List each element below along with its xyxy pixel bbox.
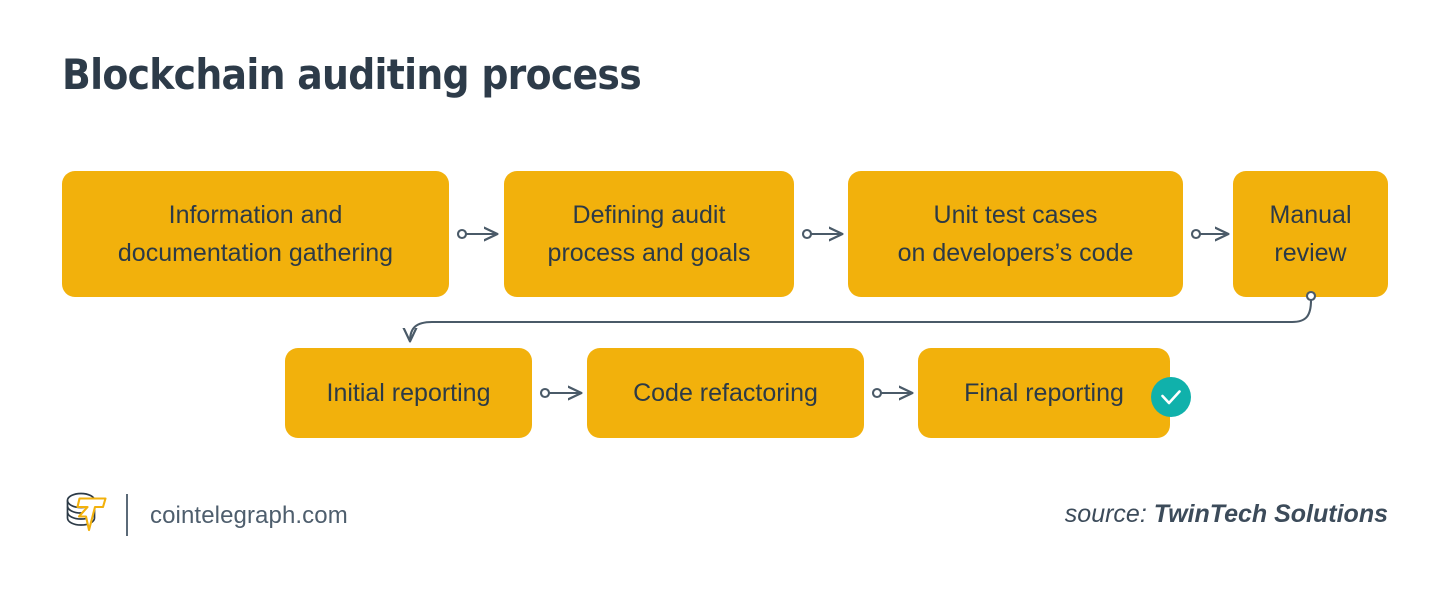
flow-node-code-refactoring[interactable]: Code refactoring: [587, 348, 864, 438]
edge-initial-reporting-to-code-refactoring: [539, 389, 581, 397]
flow-node-unit-test-cases-line2: on developers’s code: [897, 239, 1134, 267]
cointelegraph-logo-icon: [66, 492, 107, 532]
edge-unit-test-to-manual-review: [1190, 230, 1228, 238]
footer-site-label: cointelegraph.com: [150, 502, 348, 529]
page-title: Blockchain auditing process: [62, 50, 642, 99]
footer-source-name: TwinTech Solutions: [1153, 500, 1388, 528]
flow-node-defining-audit-line1: Defining audit: [572, 201, 726, 229]
flow-node-initial-reporting-label: Initial reporting: [326, 379, 491, 407]
flow-node-information-line1: Information and: [168, 201, 343, 229]
flow-node-information[interactable]: Information and documentation gathering: [62, 171, 449, 297]
edge-manual-review-to-initial-reporting: [410, 290, 1317, 341]
flow-node-manual-review-line2: review: [1274, 239, 1347, 267]
edge-defining-to-unit-test: [801, 230, 842, 238]
edge-code-refactoring-to-final-reporting: [871, 389, 912, 397]
check-circle-icon: [1151, 377, 1191, 417]
edge-information-to-defining: [456, 230, 497, 238]
footer-divider: [126, 494, 128, 536]
footer-source-prefix: source:: [1064, 500, 1154, 528]
flow-node-manual-review-line1: Manual: [1269, 201, 1352, 229]
flow-node-final-reporting-label: Final reporting: [964, 379, 1124, 407]
flow-node-defining-audit[interactable]: Defining audit process and goals: [504, 171, 794, 297]
flow-node-defining-audit-line2: process and goals: [547, 239, 751, 267]
footer-source: source: TwinTech Solutions: [1065, 500, 1388, 529]
flow-node-manual-review[interactable]: Manual review: [1233, 171, 1388, 297]
flow-node-initial-reporting[interactable]: Initial reporting: [285, 348, 532, 438]
flow-node-unit-test-cases-line1: Unit test cases: [933, 201, 1098, 229]
flow-node-unit-test-cases[interactable]: Unit test cases on developers’s code: [848, 171, 1183, 297]
flow-node-code-refactoring-label: Code refactoring: [633, 379, 818, 407]
flow-node-information-line2: documentation gathering: [117, 239, 394, 267]
flow-node-final-reporting[interactable]: Final reporting: [918, 348, 1170, 438]
